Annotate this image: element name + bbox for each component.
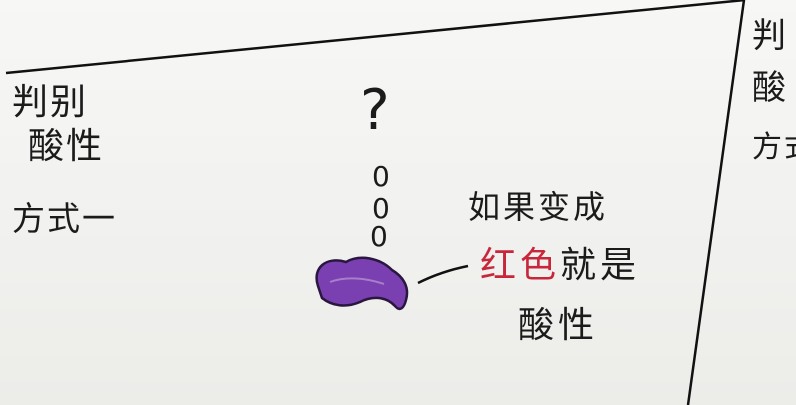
drop-3: 0 [370, 220, 390, 253]
drop-1: 0 [372, 160, 392, 193]
result-line1: 红色就是 [480, 236, 640, 288]
left-label-line1: 判别 [12, 82, 89, 123]
top-border-line [5, 0, 746, 75]
right-label-line2: 酸 [752, 68, 788, 108]
left-label-line2: 酸性 [28, 126, 105, 167]
question-mark: ? [360, 78, 392, 143]
right-label-line3: 方式 [752, 130, 796, 165]
connector-line [417, 264, 469, 285]
drop-2: 0 [372, 192, 392, 225]
right-label-line1: 判 [752, 16, 788, 56]
left-label-line3: 方式一 [12, 199, 117, 238]
red-color-text: 红色 [480, 245, 561, 286]
purple-blob [315, 256, 409, 311]
right-divider-line [686, 0, 746, 405]
then-text: 就是 [560, 245, 641, 286]
result-line2: 酸性 [518, 305, 599, 346]
condition-text: 如果变成 [468, 188, 609, 226]
